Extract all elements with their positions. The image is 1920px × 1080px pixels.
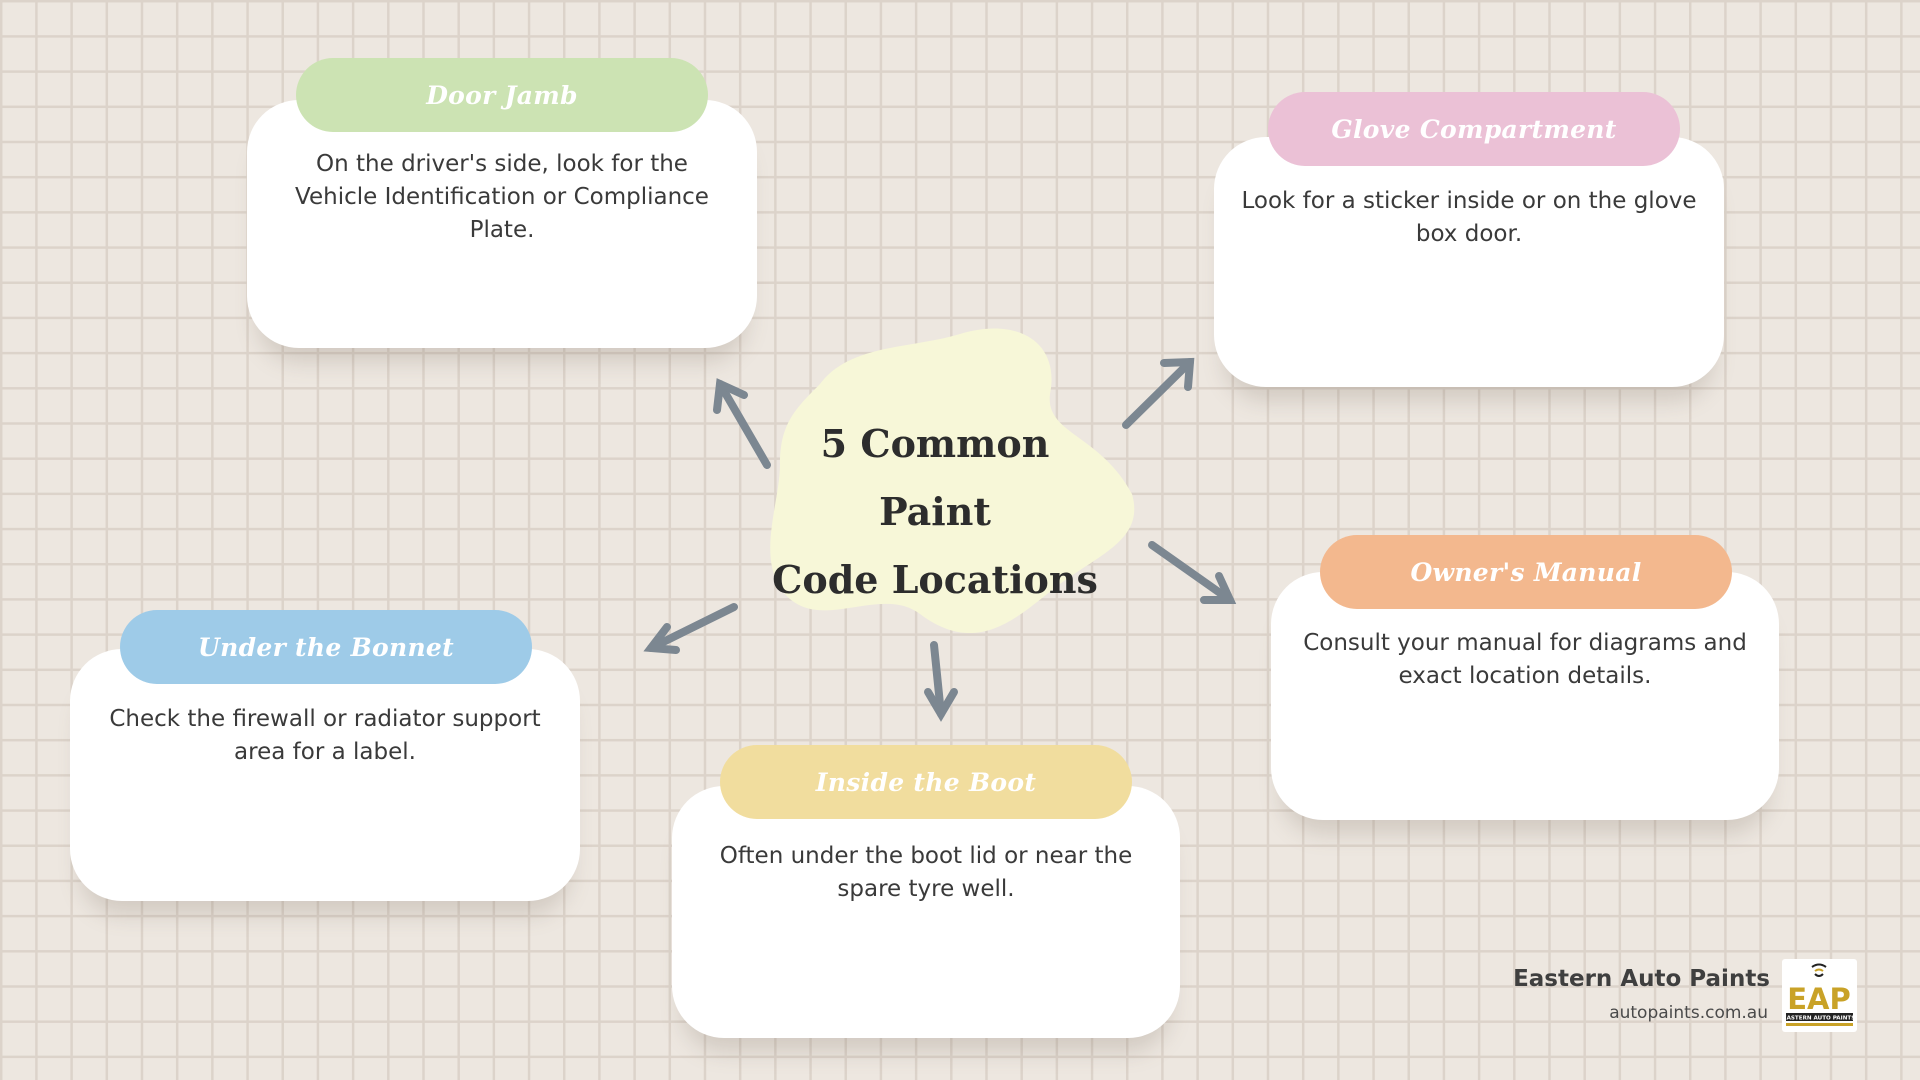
brand-logo: EAP EASTERN AUTO PAINTS bbox=[1782, 959, 1857, 1032]
pill-inside-the-boot: Inside the Boot bbox=[720, 745, 1132, 819]
card-text-glove-compartment: Look for a sticker inside or on the glov… bbox=[1241, 188, 1697, 247]
arrow-to-owners-manual bbox=[1148, 541, 1234, 604]
label-glove-compartment: Glove Compartment bbox=[1331, 114, 1617, 144]
label-inside-the-boot: Inside the Boot bbox=[815, 767, 1037, 797]
arrow-head-door-jamb bbox=[713, 378, 748, 414]
logo-icon: EAP EASTERN AUTO PAINTS bbox=[1783, 963, 1856, 1026]
title-blob-shape bbox=[770, 328, 1135, 634]
logo-subtext: EASTERN AUTO PAINTS bbox=[1783, 1016, 1856, 1022]
pill-door-jamb: Door Jamb bbox=[296, 58, 708, 132]
label-under-the-bonnet: Under the Bonnet bbox=[198, 632, 454, 662]
card-door-jamb: On the driver's side, look for the Vehic… bbox=[247, 100, 757, 348]
pill-glove-compartment: Glove Compartment bbox=[1268, 92, 1680, 166]
card-inside-the-boot: Often under the boot lid or near the spa… bbox=[672, 786, 1180, 1038]
label-owners-manual: Owner's Manual bbox=[1410, 557, 1642, 587]
brand-url: autopaints.com.au bbox=[1609, 1003, 1768, 1023]
arrow-head-owners-manual bbox=[1200, 572, 1237, 604]
card-text-under-the-bonnet: Check the firewall or radiator support a… bbox=[109, 706, 541, 765]
arrow-head-under-the-bonnet bbox=[643, 623, 680, 654]
label-door-jamb: Door Jamb bbox=[426, 80, 578, 110]
pill-under-the-bonnet: Under the Bonnet bbox=[120, 610, 532, 684]
title-line-1: 5 Common Paint bbox=[820, 421, 1050, 534]
card-text-door-jamb: On the driver's side, look for the Vehic… bbox=[295, 151, 709, 243]
arrow-head-inside-the-boot bbox=[924, 688, 958, 722]
logo-mark: EAP bbox=[1787, 982, 1851, 1016]
pill-owners-manual: Owner's Manual bbox=[1320, 535, 1732, 609]
arrow-head-glove-compartment bbox=[1160, 357, 1195, 391]
card-owners-manual: Consult your manual for diagrams and exa… bbox=[1271, 572, 1779, 820]
title-blob bbox=[770, 328, 1135, 634]
title-line-2: Code Locations bbox=[772, 557, 1098, 602]
arrow-to-inside-the-boot bbox=[930, 641, 945, 718]
card-text-inside-the-boot: Often under the boot lid or near the spa… bbox=[719, 843, 1133, 902]
card-under-the-bonnet: Check the firewall or radiator support a… bbox=[70, 649, 580, 901]
card-text-owners-manual: Consult your manual for diagrams and exa… bbox=[1303, 630, 1747, 689]
arrow-to-under-the-bonnet bbox=[647, 603, 738, 652]
diagram-title: 5 Common Paint Code Locations bbox=[770, 410, 1100, 614]
card-glove-compartment: Look for a sticker inside or on the glov… bbox=[1214, 137, 1724, 387]
brand-name: Eastern Auto Paints bbox=[1513, 966, 1770, 992]
